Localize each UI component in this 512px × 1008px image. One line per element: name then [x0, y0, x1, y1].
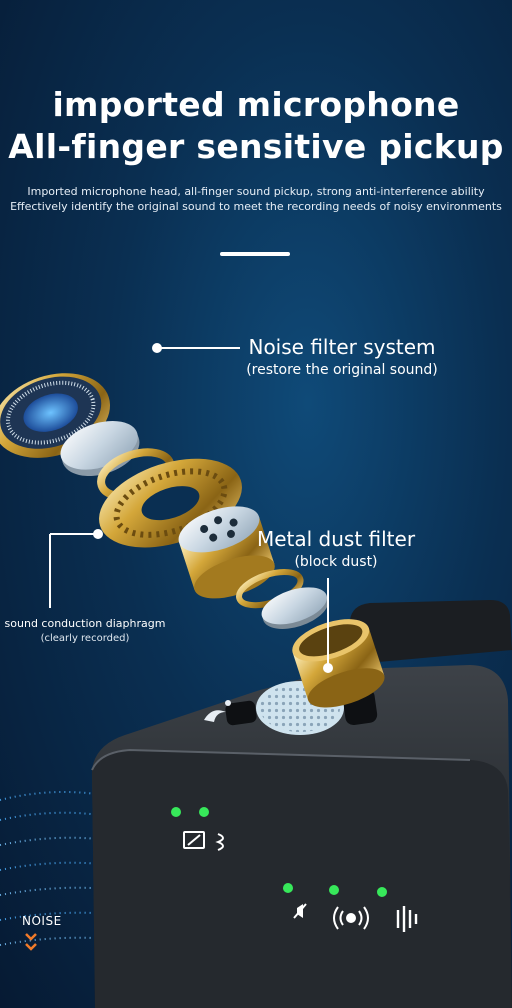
- callout-diaphragm: sound conduction diaphragm (clearly reco…: [0, 616, 170, 646]
- callout-metal-filter-title: Metal dust filter: [256, 527, 416, 551]
- callout-diaphragm-note: (clearly recorded): [40, 633, 130, 644]
- subtitle-line-2: Effectively identify the original sound …: [10, 200, 502, 213]
- noise-label: NOISE: [22, 914, 62, 928]
- callout-diaphragm-title: sound conduction diaphragm: [4, 617, 166, 630]
- headline-line-2: All-finger sensitive pickup: [8, 127, 504, 166]
- chevron-down-icon: [25, 933, 37, 951]
- led-indicators: [171, 807, 387, 897]
- callout-noise-filter: Noise filter system (restore the origina…: [232, 334, 452, 380]
- divider-bar: [220, 252, 290, 256]
- callout-metal-filter-note: (block dust): [294, 554, 378, 570]
- particle-wave: [0, 791, 381, 1008]
- battery-icon: [183, 831, 205, 849]
- headline-line-1: imported microphone: [52, 85, 460, 124]
- callout-noise-filter-title: Noise filter system: [248, 335, 436, 359]
- sound-wave-icon: [396, 906, 418, 932]
- subtitle-line-1: Imported microphone head, all-finger sou…: [27, 185, 485, 198]
- callout-metal-filter: Metal dust filter (block dust): [246, 526, 426, 572]
- mute-icon: [293, 903, 307, 919]
- bluetooth-pair-icon: [215, 833, 224, 851]
- noise-reduction-icon: [333, 906, 369, 930]
- callout-noise-filter-note: (restore the original sound): [246, 362, 438, 378]
- callout-lines: [49, 343, 333, 673]
- exploded-capsule: [0, 373, 385, 708]
